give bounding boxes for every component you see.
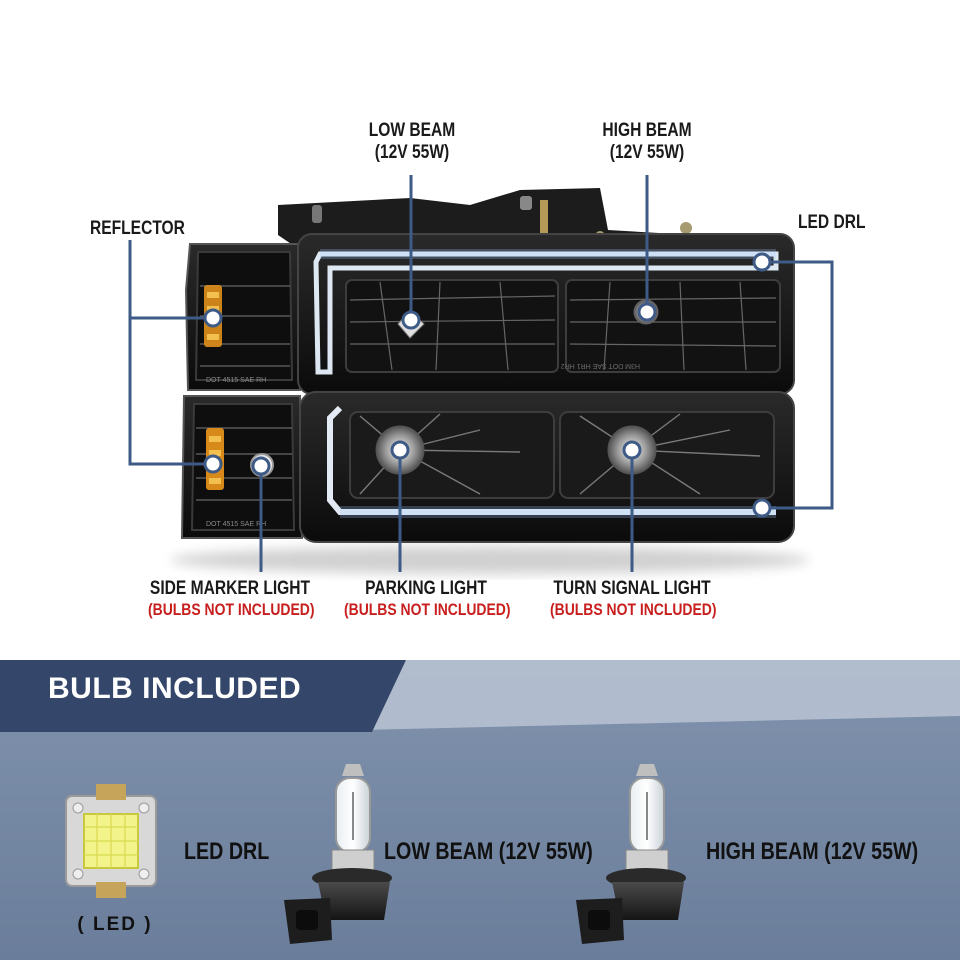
turn-signal-title: TURN SIGNAL LIGHT (553, 578, 711, 599)
high-beam-label: HIGH BEAM (12V 55W) (595, 120, 698, 164)
high-beam-title: HIGH BEAM (602, 120, 692, 141)
halogen-bulb-icon (576, 764, 686, 944)
side-marker-title: SIDE MARKER LIGHT (149, 578, 311, 599)
turn-signal-label: TURN SIGNAL LIGHT (BULBS NOT INCLUDED) (550, 578, 717, 620)
banner-bar (0, 660, 406, 732)
led-drl-label: LED DRL (798, 212, 866, 233)
low-beam-title: LOW BEAM (368, 120, 456, 141)
bulb-label-low-beam: LOW BEAM (12V 55W) (384, 838, 593, 865)
parking-note: (BULBS NOT INCLUDED) (344, 600, 511, 619)
parking-title: PARKING LIGHT (365, 578, 487, 599)
callout-dots (203, 252, 772, 518)
marking-lower-corner: DOT 4515 SAE RH (206, 521, 266, 528)
reflector-label: REFLECTOR (90, 218, 185, 239)
bulb-included-title: BULB INCLUDED (48, 672, 302, 705)
bulb-label-led-drl: LED DRL (184, 838, 270, 865)
low-beam-spec: (12V 55W) (374, 142, 450, 163)
high-beam-spec: (12V 55W) (609, 142, 685, 163)
led-chip-icon (65, 784, 157, 898)
led-caption: ( LED ) (77, 914, 153, 935)
parking-label: PARKING LIGHT (BULBS NOT INCLUDED) (344, 578, 511, 620)
low-beam-label: LOW BEAM (12V 55W) (361, 120, 463, 164)
callout-lines (128, 175, 834, 572)
halogen-bulb-icon (284, 764, 392, 944)
marking-upper-corner: DOT 4515 SAE RH (206, 377, 266, 384)
bulb-panel (0, 660, 960, 960)
marking-lens: H3M DOT SAE HR1 HR2 (561, 362, 640, 369)
bulb-label-high-beam: HIGH BEAM (12V 55W) (706, 838, 919, 865)
headlight-assembly (170, 188, 810, 574)
side-marker-label: SIDE MARKER LIGHT (BULBS NOT INCLUDED) (148, 578, 315, 620)
side-marker-note: (BULBS NOT INCLUDED) (148, 600, 315, 619)
turn-signal-note: (BULBS NOT INCLUDED) (550, 600, 717, 619)
